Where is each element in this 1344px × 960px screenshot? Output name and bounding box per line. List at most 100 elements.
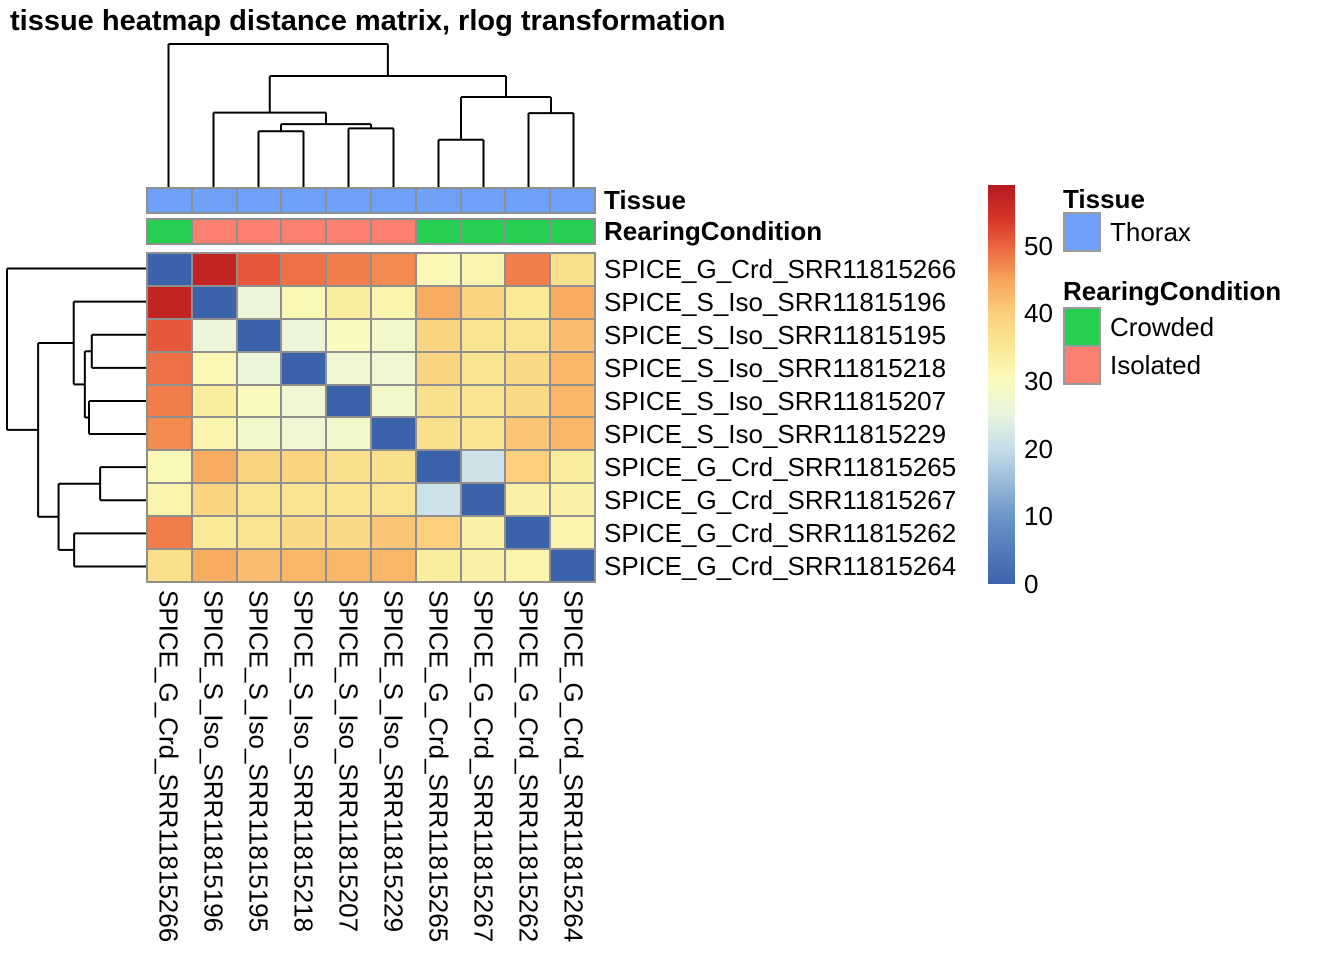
heatmap-cell bbox=[148, 286, 191, 318]
legend-isolated-swatch bbox=[1063, 345, 1101, 385]
heatmap-cell bbox=[371, 517, 415, 549]
heatmap-cell bbox=[506, 451, 550, 483]
row-label: SPICE_S_Iso_SRR11815207 bbox=[604, 385, 947, 416]
rearing-annotation-cell bbox=[148, 220, 191, 243]
heatmap-cell bbox=[282, 451, 326, 483]
heatmap-cell bbox=[237, 550, 281, 581]
column-dendrogram bbox=[167, 43, 575, 187]
rearing-annotation-label: RearingCondition bbox=[604, 216, 823, 246]
rearing-annotation-cell bbox=[461, 220, 505, 243]
heatmap-cell bbox=[416, 451, 460, 483]
heatmap-cell bbox=[371, 451, 415, 483]
col-label: SPICE_G_Crd_SRR11815267 bbox=[468, 590, 499, 943]
heatmap-cell bbox=[192, 385, 236, 417]
heatmap-cell bbox=[551, 254, 594, 285]
heatmap-cell bbox=[461, 418, 505, 450]
heatmap-cell bbox=[282, 550, 326, 581]
heatmap-cell bbox=[192, 352, 236, 384]
tissue-annotation-cell bbox=[282, 189, 326, 212]
tissue-annotation-bar bbox=[146, 187, 596, 214]
row-label: SPICE_S_Iso_SRR11815218 bbox=[604, 352, 947, 383]
heatmap-cell bbox=[461, 451, 505, 483]
heatmap-cell bbox=[371, 550, 415, 581]
row-label: SPICE_S_Iso_SRR11815196 bbox=[604, 286, 947, 317]
heatmap-cell bbox=[551, 451, 594, 483]
heatmap-cell bbox=[148, 517, 191, 549]
heatmap-cell bbox=[461, 517, 505, 549]
heatmap-cell bbox=[461, 550, 505, 581]
heatmap-cell bbox=[551, 385, 594, 417]
col-label: SPICE_S_Iso_SRR11815218 bbox=[288, 590, 319, 933]
tissue-annotation-label: Tissue bbox=[604, 185, 686, 215]
heatmap-cell bbox=[416, 418, 460, 450]
heatmap-cell bbox=[192, 550, 236, 581]
heatmap-cell bbox=[327, 352, 370, 384]
row-label: SPICE_G_Crd_SRR11815267 bbox=[604, 485, 957, 516]
heatmap-cell bbox=[148, 484, 191, 516]
heatmap-cell bbox=[148, 385, 191, 417]
rearing-annotation-cell bbox=[282, 220, 326, 243]
heatmap-cell bbox=[416, 517, 460, 549]
legend-crowded-swatch bbox=[1063, 307, 1101, 347]
heatmap-cell bbox=[237, 418, 281, 450]
heatmap-cell bbox=[282, 352, 326, 384]
heatmap-cell bbox=[192, 286, 236, 318]
legend-thorax-label: Thorax bbox=[1110, 217, 1191, 247]
col-label: SPICE_S_Iso_SRR11815229 bbox=[378, 590, 409, 933]
heatmap-cell bbox=[551, 352, 594, 384]
tissue-annotation-cell bbox=[237, 189, 281, 212]
rearing-annotation-cell bbox=[327, 220, 370, 243]
heatmap-cell bbox=[416, 352, 460, 384]
heatmap-cell bbox=[327, 385, 370, 417]
heatmap-cell bbox=[327, 286, 370, 318]
legend-isolated-label: Isolated bbox=[1110, 350, 1202, 380]
heatmap-cell bbox=[192, 517, 236, 549]
heatmap-cell bbox=[371, 484, 415, 516]
heatmap-cell bbox=[416, 550, 460, 581]
heatmap-cell bbox=[237, 484, 281, 516]
heatmap-cell bbox=[192, 319, 236, 351]
heatmap-cell bbox=[327, 451, 370, 483]
rearing-annotation-bar bbox=[146, 218, 596, 245]
heatmap-cell bbox=[506, 254, 550, 285]
heatmap-cell bbox=[192, 451, 236, 483]
rearing-annotation-cell bbox=[416, 220, 460, 243]
heatmap-cell bbox=[282, 254, 326, 285]
heatmap-cell bbox=[551, 550, 594, 581]
rearing-annotation-cell bbox=[551, 220, 594, 243]
heatmap-cell bbox=[461, 319, 505, 351]
heatmap-cell bbox=[551, 484, 594, 516]
heatmap-cell bbox=[506, 517, 550, 549]
heatmap-cell bbox=[551, 418, 594, 450]
col-label: SPICE_S_Iso_SRR11815207 bbox=[333, 590, 364, 933]
heatmap-cell bbox=[148, 352, 191, 384]
heatmap-cell bbox=[282, 319, 326, 351]
legend-thorax-swatch bbox=[1063, 212, 1101, 252]
heatmap-cell bbox=[506, 385, 550, 417]
heatmap-cell bbox=[282, 484, 326, 516]
heatmap-cell bbox=[237, 286, 281, 318]
colorbar-tick-label: 20 bbox=[1024, 433, 1053, 464]
tissue-annotation-cell bbox=[461, 189, 505, 212]
heatmap-cell bbox=[282, 418, 326, 450]
legend-crowded-label: Crowded bbox=[1110, 312, 1215, 342]
rearing-annotation-cell bbox=[237, 220, 281, 243]
legend-rearing-title: RearingCondition bbox=[1063, 276, 1282, 306]
heatmap-cell bbox=[416, 254, 460, 285]
heatmap-cell bbox=[551, 517, 594, 549]
heatmap-cell bbox=[506, 550, 550, 581]
heatmap-cell bbox=[371, 418, 415, 450]
colorbar-tick-label: 50 bbox=[1024, 230, 1053, 261]
tissue-annotation-cell bbox=[192, 189, 236, 212]
heatmap-cell bbox=[461, 254, 505, 285]
heatmap-cell bbox=[506, 418, 550, 450]
colorbar bbox=[988, 185, 1015, 584]
heatmap-cell bbox=[192, 484, 236, 516]
heatmap-cell bbox=[327, 517, 370, 549]
col-label: SPICE_G_Crd_SRR11815264 bbox=[558, 590, 589, 943]
rearing-annotation-cell bbox=[506, 220, 550, 243]
heatmap-cell bbox=[282, 286, 326, 318]
heatmap-cell bbox=[461, 352, 505, 384]
heatmap-cell bbox=[148, 319, 191, 351]
